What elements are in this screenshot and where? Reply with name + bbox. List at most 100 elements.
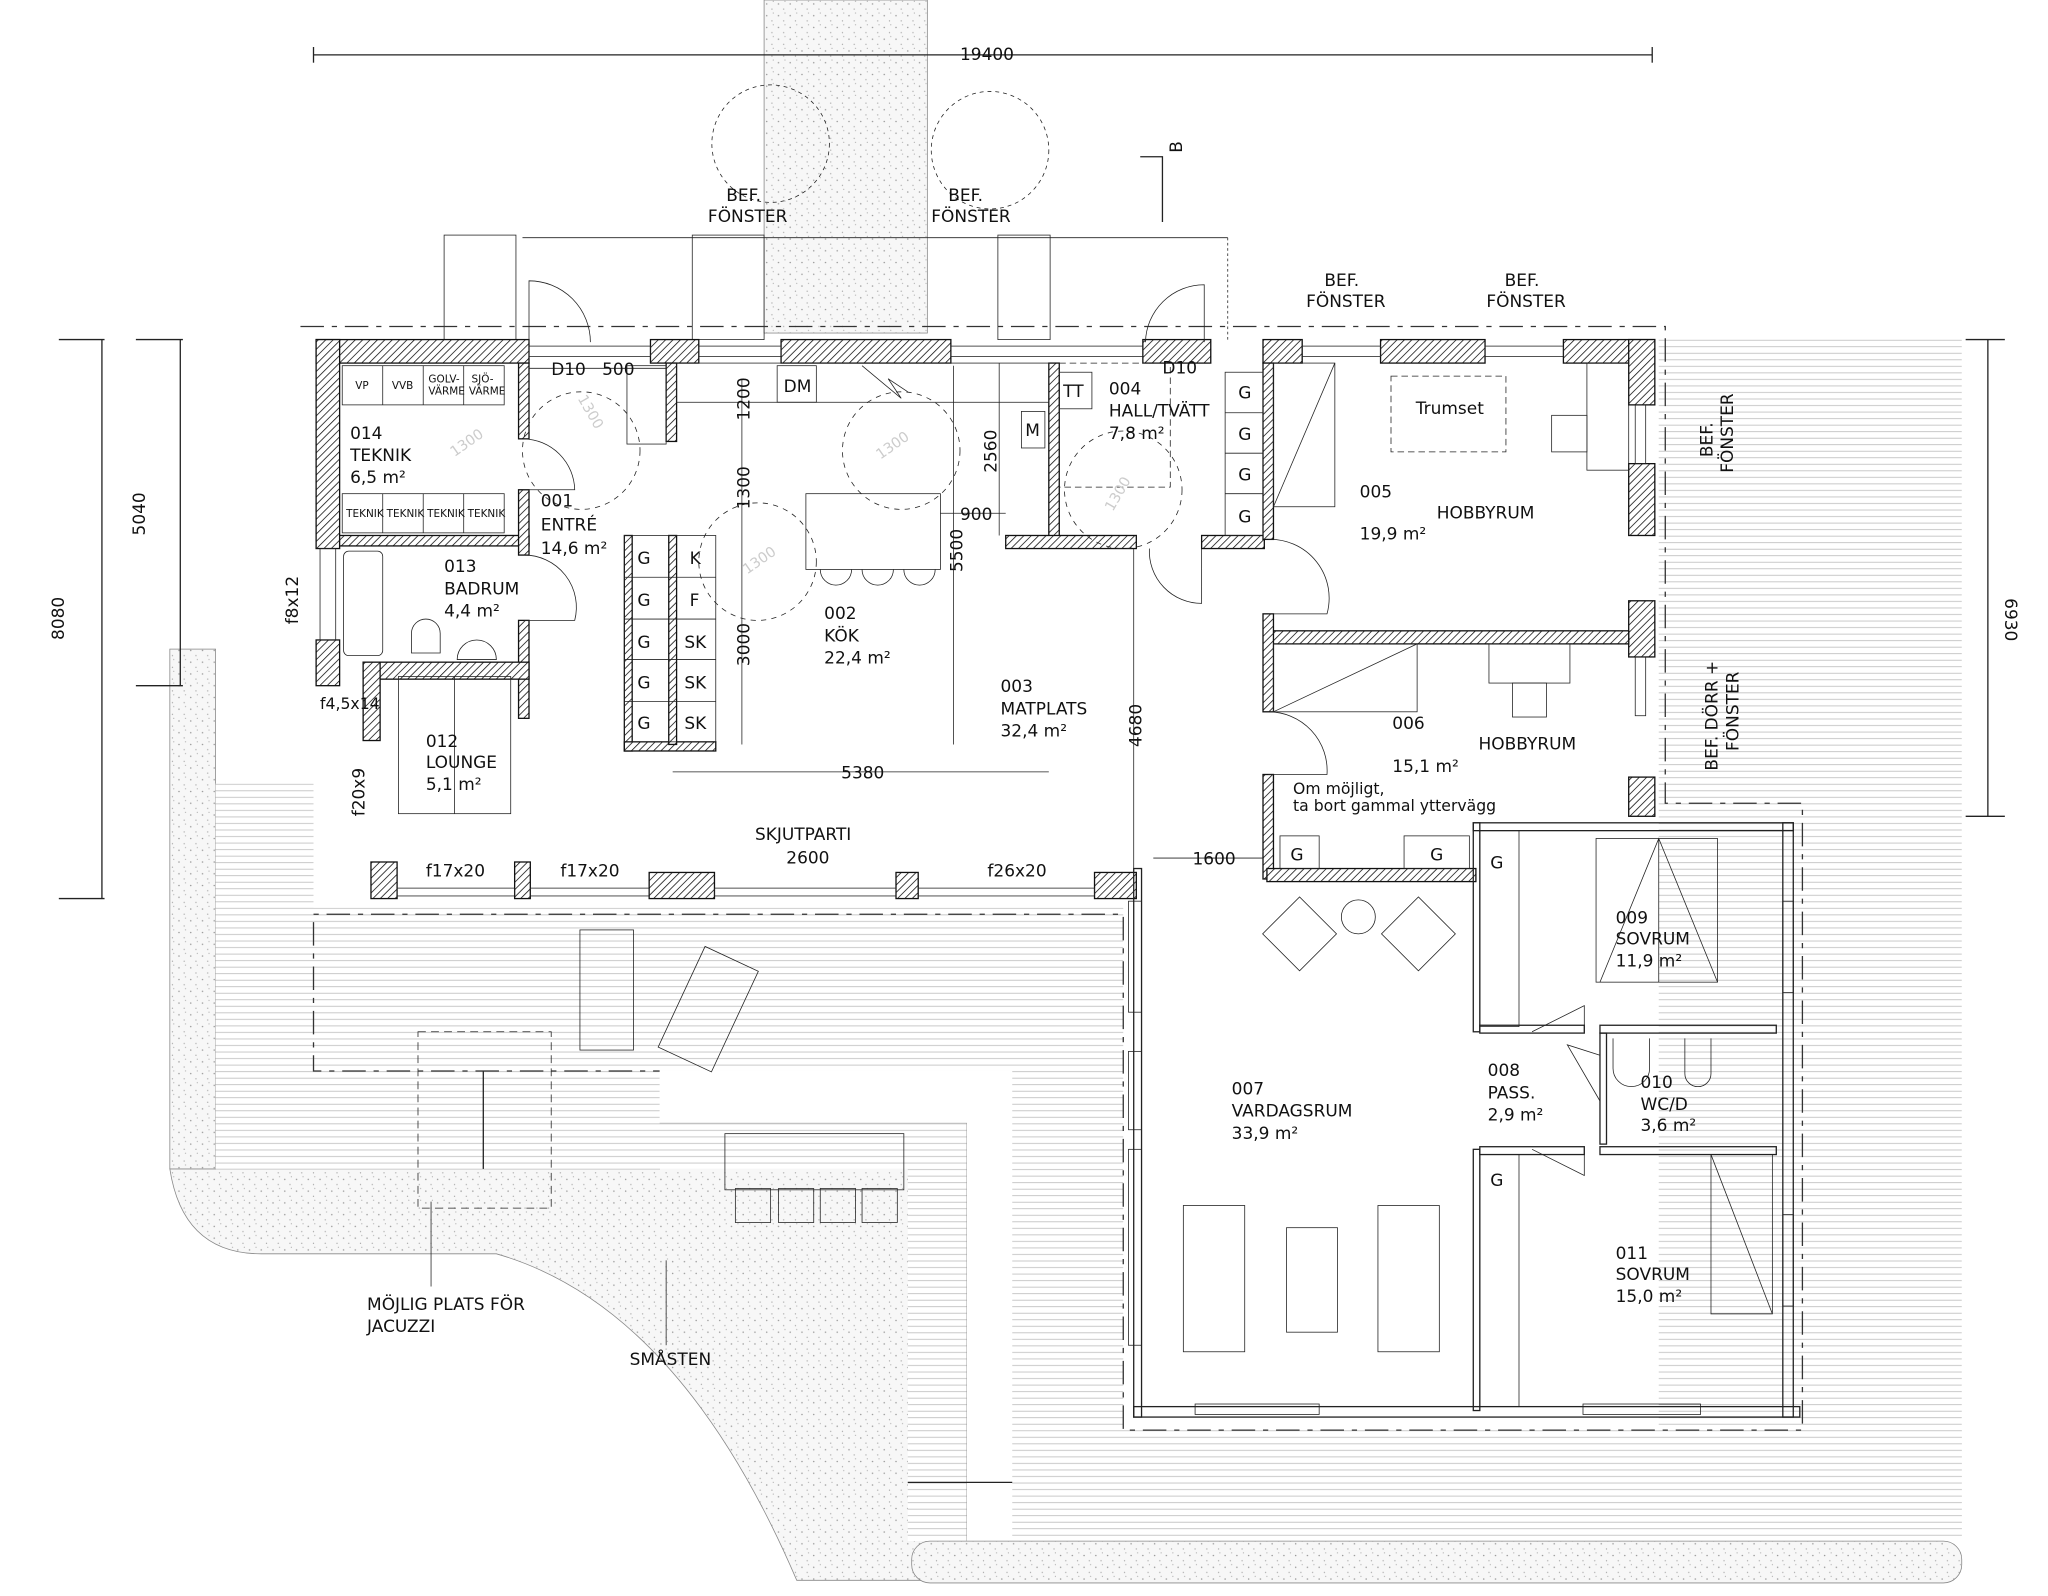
dim-left-total: 8080 — [49, 597, 69, 640]
gravel-path — [763, 0, 928, 334]
wardrobe-g: G — [1490, 854, 1503, 874]
deck-south — [215, 783, 1124, 1542]
room-name: BADRUM — [444, 579, 519, 599]
door-entry[interactable] — [528, 280, 591, 343]
kitchen-counter — [676, 362, 1050, 403]
dim-2560: 2560 — [982, 430, 1002, 473]
door-hobby-005[interactable] — [1268, 539, 1330, 615]
room-number: 009 — [1616, 908, 1648, 928]
door-teknik[interactable] — [523, 438, 576, 491]
wardrobe-g: G — [1238, 425, 1251, 445]
room-name: LOUNGE — [426, 753, 497, 773]
room-name: SOVRUM — [1616, 1265, 1690, 1285]
turning-circle-label: 1300 — [873, 429, 912, 463]
room-area: 19,9 m² — [1360, 524, 1427, 544]
dim-2600: 2600 — [786, 848, 829, 868]
room-area: 11,9 m² — [1616, 951, 1683, 971]
wardrobe-g: G — [1238, 383, 1251, 403]
room-name: HALL/TVÄTT — [1109, 401, 1210, 422]
outdoor-table — [724, 1133, 905, 1191]
window-labels: f8x12 f4,5x14 f20x9 f17x20 f17x20 f26x20 — [283, 576, 1047, 881]
unit-teknik: TEKNIK — [467, 508, 507, 520]
door-hall-matplats[interactable] — [1148, 548, 1203, 604]
wardrobes: G G G G G G G G — [1224, 371, 1503, 1191]
fonster-label: FÖNSTER — [1716, 393, 1738, 473]
dim-5500: 5500 — [948, 529, 968, 572]
chair-005 — [1551, 414, 1588, 453]
bef-label: BEF. — [1505, 271, 1540, 291]
window-f20x9: f20x9 — [349, 768, 369, 816]
unit-sjovarme: SJÖ- — [472, 373, 494, 386]
dim-5380: 5380 — [841, 763, 884, 783]
desk-006 — [1488, 643, 1571, 684]
room-number: 002 — [824, 604, 856, 624]
extension-walls — [1133, 822, 1801, 1418]
turning-circle-label: 1300 — [740, 544, 779, 578]
window-f8x12: f8x12 — [283, 576, 303, 624]
sun-lounger — [657, 945, 759, 1073]
cabinet-g: G — [637, 714, 650, 734]
hedge-bottom — [911, 1540, 1963, 1584]
room-area: 15,0 m² — [1616, 1287, 1683, 1307]
turning-circle-label: 1300 — [574, 392, 606, 432]
stove-symbol — [861, 365, 908, 399]
chair-006 — [1512, 682, 1547, 718]
unit-teknik: TEKNIK — [345, 508, 385, 520]
room-area: 7,8 m² — [1109, 424, 1165, 444]
kitchen-island — [805, 493, 941, 570]
bef-label: BEF. — [1324, 271, 1359, 291]
deck-east — [1658, 339, 1962, 1539]
site — [169, 0, 1963, 1584]
tree — [711, 84, 830, 203]
wardrobe-g: G — [1290, 846, 1303, 866]
coffee-table — [1286, 1227, 1338, 1333]
bef-fonster-2: BEF.FÖNSTER — [931, 186, 1011, 227]
door-hobby-006[interactable] — [1268, 711, 1328, 775]
outdoor-chairs — [734, 1188, 898, 1223]
room-area: 6,5 m² — [350, 468, 406, 488]
door-sovrum-009[interactable] — [1531, 1005, 1585, 1033]
bef-label: BEF. — [726, 186, 761, 206]
dim-3000: 3000 — [735, 623, 755, 666]
tree — [930, 91, 1050, 210]
turning-circle-label: 1300 — [1102, 474, 1134, 514]
dim-1300: 1300 — [735, 466, 755, 509]
cabinet-f: F — [690, 591, 700, 611]
fonster-label: FÖNSTER — [1306, 290, 1386, 312]
room-area: 14,6 m² — [541, 539, 608, 559]
bed-011 — [1710, 1154, 1773, 1315]
bef-fonster-5: BEF.FÖNSTER — [1697, 393, 1738, 473]
door-wc[interactable] — [1566, 1044, 1601, 1102]
room-name: SOVRUM — [1616, 929, 1690, 949]
sink — [456, 639, 497, 660]
section-marker-b: B — [1140, 141, 1187, 223]
turning-circle — [522, 391, 641, 510]
laundry-area — [1058, 362, 1171, 488]
shoe-rack — [626, 365, 667, 445]
sun-lounger — [579, 929, 634, 1051]
room-name: WC/D — [1640, 1095, 1687, 1115]
gravel-strip-left — [169, 648, 216, 1170]
room-number: 001 — [541, 492, 573, 512]
wardrobe-g: G — [1238, 466, 1251, 486]
bed-005 — [1273, 362, 1336, 508]
smasten-label: SMÅSTEN — [630, 1348, 712, 1370]
doors[interactable] — [523, 280, 1601, 1177]
room-area: 32,4 m² — [1000, 722, 1067, 742]
jacuzzi-outline — [417, 1031, 552, 1209]
cabinet-sk: SK — [684, 633, 707, 653]
room-area: 22,4 m² — [824, 648, 891, 668]
toilet — [411, 618, 441, 654]
door-badrum[interactable] — [523, 554, 577, 621]
dryer-label: TT — [1062, 382, 1084, 402]
dim-right-height: 6930 — [2000, 598, 2020, 641]
door-hall[interactable] — [1145, 284, 1205, 343]
dim-900: 900 — [960, 505, 992, 525]
door-sovrum-011[interactable] — [1531, 1148, 1585, 1177]
room-name: VARDAGSRUM — [1232, 1102, 1353, 1122]
